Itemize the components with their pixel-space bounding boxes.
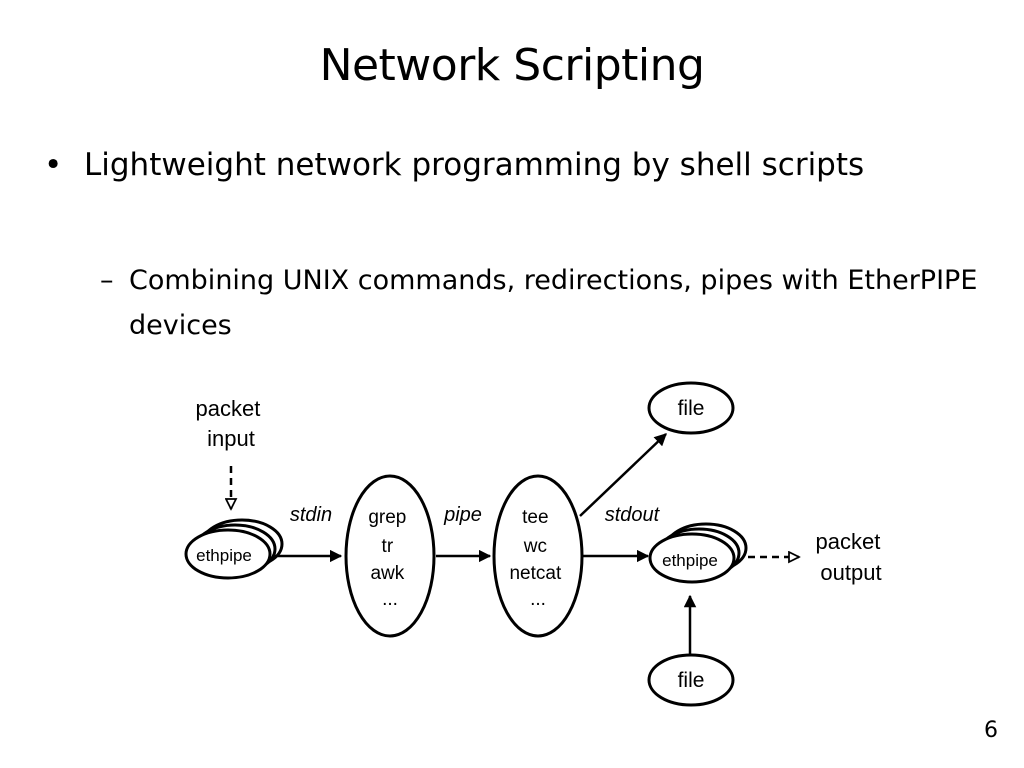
packet-output-label: packet output	[816, 529, 887, 585]
ethpipe-output-device: ethpipe	[648, 522, 748, 584]
svg-text:tee wc netcat: tee wc netcat ...	[509, 507, 566, 610]
ethpipe-output-label: ethpipe	[662, 551, 718, 570]
packet-output-label-line2: output	[820, 560, 881, 585]
bullet-marker: •	[44, 147, 63, 183]
output-command-item: tee	[522, 507, 548, 528]
file-bottom-node: file	[647, 653, 735, 707]
ethpipe-input-label: ethpipe	[196, 546, 252, 565]
packet-input-label-line1: packet	[196, 396, 261, 421]
file-bottom-label: file	[678, 669, 705, 692]
output-command-item: ...	[530, 589, 546, 610]
packet-input-label: packet input	[196, 396, 267, 451]
file-top-node: file	[647, 381, 735, 435]
output-command-item: netcat	[509, 563, 561, 584]
stdout-label: stdout	[605, 504, 661, 526]
svg-text:grep tr awk: grep tr awk ...	[368, 507, 411, 610]
slide-title: Network Scripting	[319, 40, 705, 91]
packet-input-label-line2: input	[207, 426, 255, 451]
ethpipe-input-device: ethpipe	[184, 518, 284, 580]
output-command-item: wc	[523, 536, 547, 557]
bullet-text: Lightweight network programming by shell…	[84, 147, 865, 183]
file-output-arrow	[579, 433, 667, 517]
output-commands-node: tee wc netcat ...	[492, 474, 584, 638]
bullet-level1: • Lightweight network programming by she…	[44, 140, 944, 190]
stdin-label: stdin	[290, 504, 332, 526]
sub-bullet-marker: –	[100, 265, 114, 296]
pipe-label: pipe	[443, 504, 482, 526]
filter-commands-node: grep tr awk ...	[344, 474, 436, 638]
packet-output-label-line1: packet	[816, 529, 881, 554]
bullet-level2: – Combining UNIX commands, redirections,…	[100, 258, 1000, 348]
filter-command-item: grep	[368, 507, 406, 528]
sub-bullet-text: Combining UNIX commands, redirections, p…	[129, 265, 978, 341]
file-top-label: file	[678, 397, 705, 420]
filter-command-item: ...	[382, 589, 398, 610]
page-number: 6	[984, 718, 998, 743]
filter-command-item: tr	[382, 536, 394, 557]
filter-command-item: awk	[370, 563, 404, 584]
